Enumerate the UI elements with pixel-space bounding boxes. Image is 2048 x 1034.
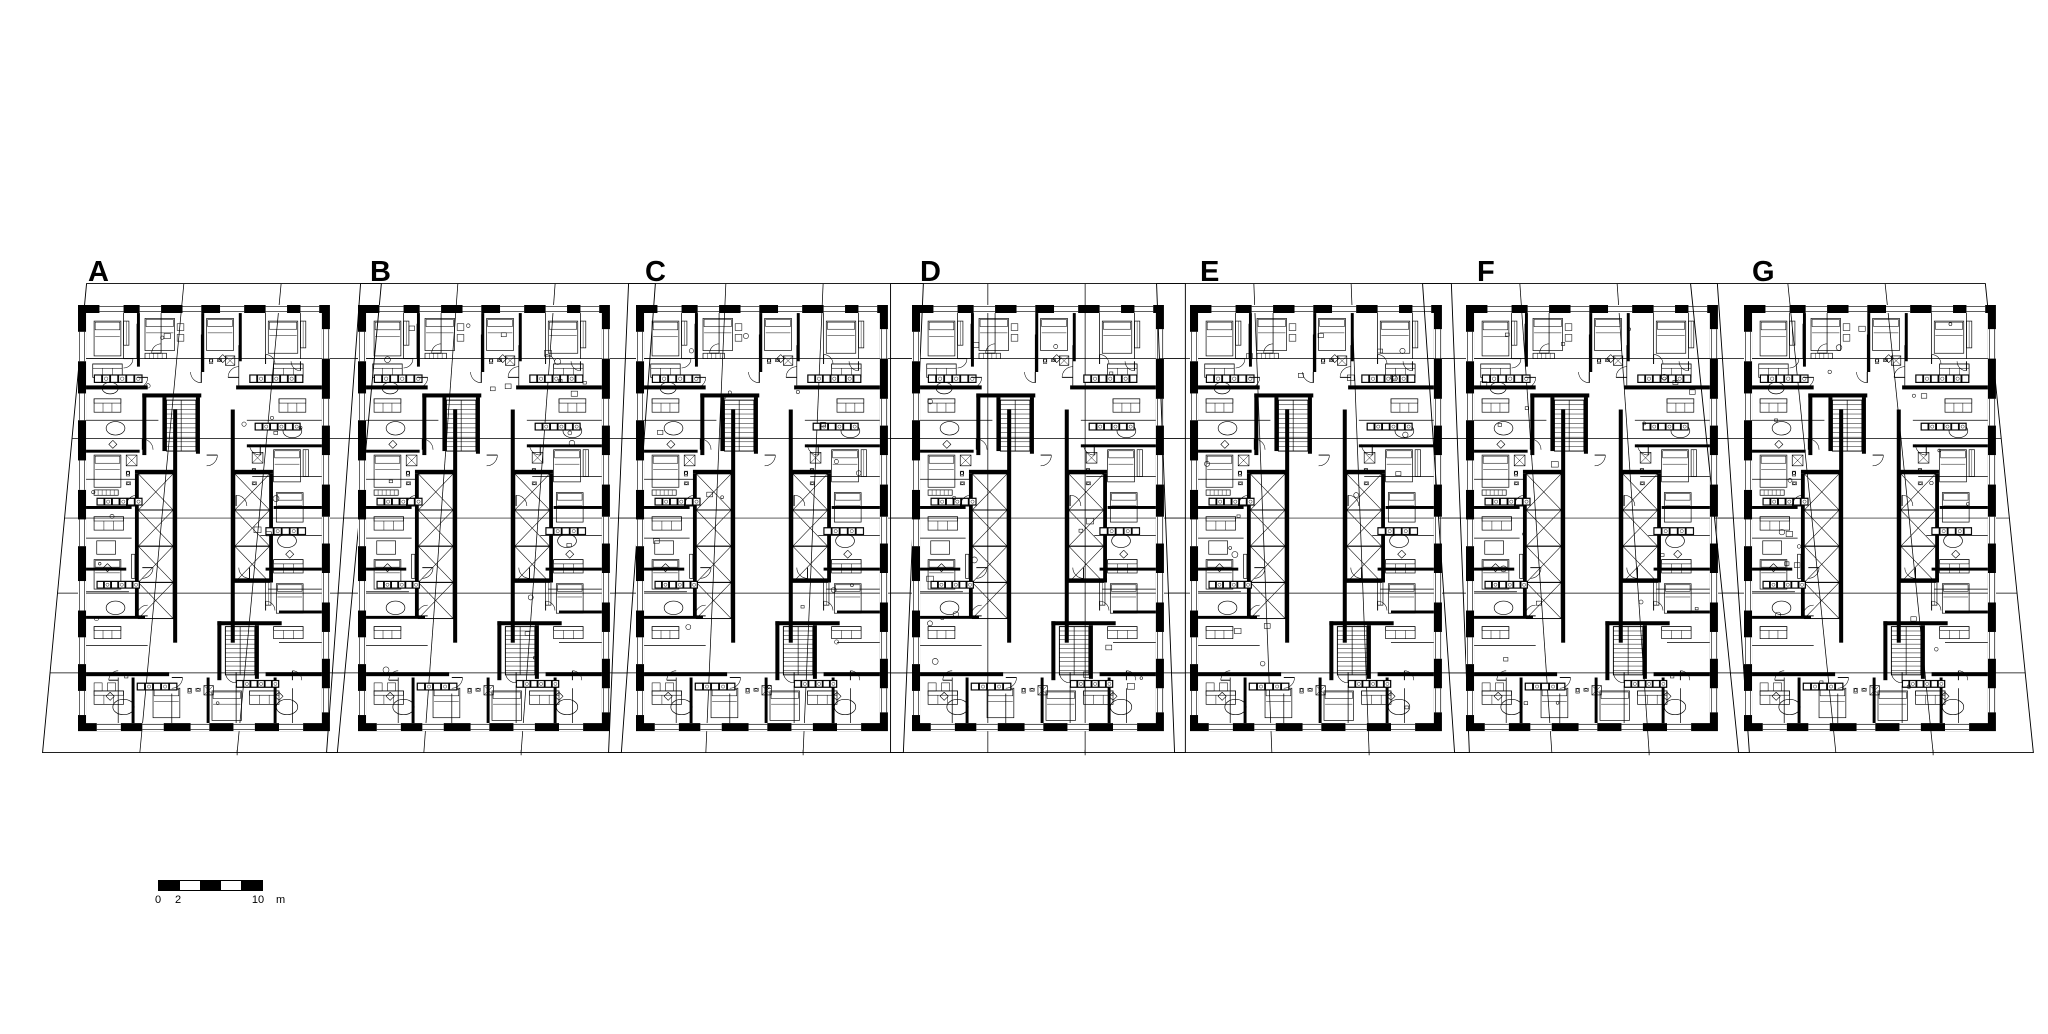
site-grid-line bbox=[139, 283, 185, 753]
site-grid-line bbox=[236, 283, 282, 753]
plan-label-c: C bbox=[645, 256, 666, 288]
site-boundary bbox=[1690, 283, 2034, 754]
scale-bar-segment bbox=[179, 881, 201, 890]
floor-plan-b bbox=[326, 283, 656, 756]
plan-label-a: A bbox=[88, 256, 109, 288]
plan-label-g: G bbox=[1752, 256, 1775, 288]
plan-label-d: D bbox=[920, 256, 941, 288]
building-footprint bbox=[1466, 305, 1718, 732]
plan-label-e: E bbox=[1200, 256, 1220, 288]
floor-plan-a bbox=[42, 283, 382, 756]
scale-bar-segment bbox=[200, 881, 221, 890]
scale-unit-label: m bbox=[276, 894, 286, 906]
scale-bar-segment bbox=[220, 881, 242, 890]
site-grid-line bbox=[423, 283, 459, 753]
building-footprint bbox=[636, 305, 888, 732]
building-footprint bbox=[1744, 305, 1996, 732]
site-grid-line bbox=[705, 283, 727, 753]
plan-label-f: F bbox=[1477, 256, 1495, 288]
floor-plan-e bbox=[1156, 283, 1470, 756]
plan-label-b: B bbox=[370, 256, 391, 288]
scale-bar-segments bbox=[158, 880, 263, 891]
site-grid-line bbox=[1253, 283, 1273, 753]
site-grid-line bbox=[1519, 283, 1553, 753]
floor-plan-g bbox=[1690, 283, 2034, 756]
floor-plan-f bbox=[1422, 283, 1750, 756]
building-footprint bbox=[78, 305, 330, 732]
scale-tick-label: 10 bbox=[251, 894, 265, 906]
scale-bar-segment bbox=[241, 881, 262, 890]
site-boundary bbox=[1422, 283, 1750, 754]
building-footprint bbox=[1190, 305, 1442, 732]
site-grid-line bbox=[520, 283, 556, 753]
floor-plan-d bbox=[890, 283, 1186, 756]
scale-tick-label: 2 bbox=[174, 894, 182, 906]
site-grid-line bbox=[802, 283, 824, 753]
scale-tick-label: 0 bbox=[154, 894, 162, 906]
site-grid-line bbox=[1616, 283, 1650, 753]
site-grid-line bbox=[1787, 283, 1837, 753]
building-footprint bbox=[912, 305, 1164, 732]
site-boundary bbox=[608, 283, 924, 754]
scale-bar-segment bbox=[159, 881, 180, 890]
site-boundary bbox=[890, 283, 1186, 754]
building-footprint bbox=[358, 305, 610, 732]
site-boundary bbox=[326, 283, 656, 754]
site-boundary bbox=[42, 283, 382, 754]
site-grid-line bbox=[1884, 283, 1934, 753]
floor-plan-c bbox=[608, 283, 924, 756]
site-boundary bbox=[1156, 283, 1470, 754]
site-grid-line bbox=[1350, 283, 1370, 753]
